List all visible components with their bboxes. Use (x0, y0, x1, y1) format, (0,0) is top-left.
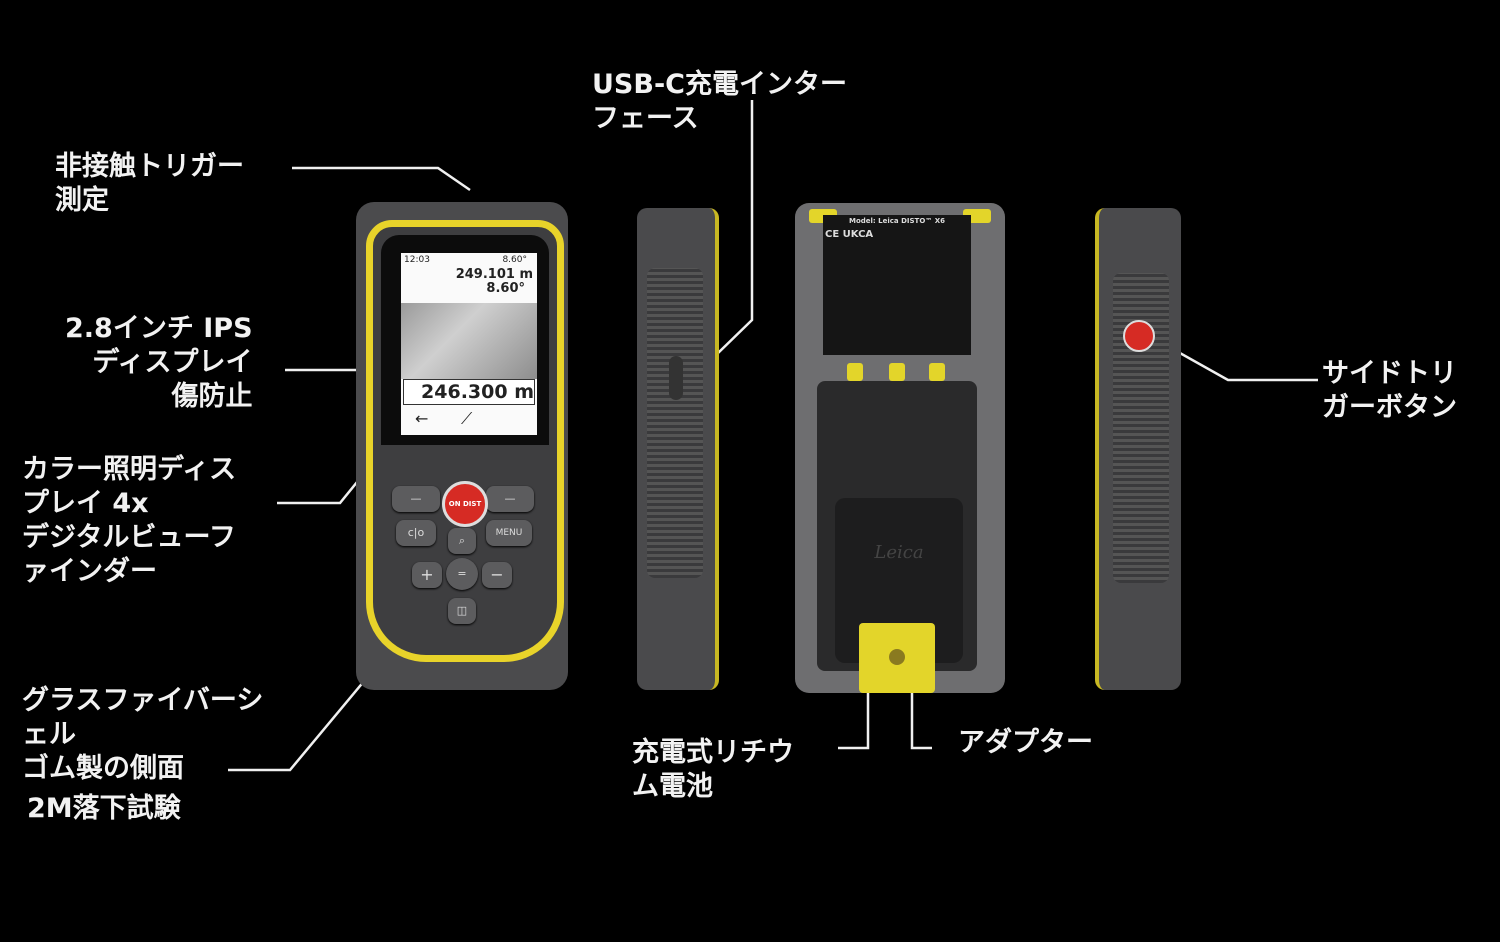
screen-angle: 8.60° (486, 281, 525, 296)
label-viewfinder: カラー照明ディス プレイ 4x デジタルビューフ ァインダー (22, 453, 236, 589)
screen-tilt-status: 8.60° (502, 255, 527, 265)
label-line: 充電式リチウ (632, 737, 794, 768)
viewfinder-image (401, 303, 537, 379)
leader-trigger (292, 166, 471, 192)
softkey-left-button[interactable]: — (392, 486, 440, 512)
side-trigger-button[interactable] (1123, 320, 1155, 352)
yellow-clip (847, 363, 863, 381)
function-button[interactable]: ◫ (448, 598, 476, 624)
device-back: Model: Leica DISTO™ X6 CE UKCA Leica (795, 203, 1005, 693)
label-line: ェル (22, 719, 76, 750)
tripod-thread (889, 649, 905, 665)
label-line: 傷防止 (171, 381, 253, 412)
minus-button[interactable]: − (482, 562, 512, 588)
on-dist-button[interactable]: ON DIST (442, 481, 488, 527)
yellow-bezel: 12:03 8.60° 249.101 m 8.60° 246.300 m ← … (366, 220, 564, 662)
usb-c-port-cover (669, 356, 683, 400)
label-adapter: アダプター (958, 726, 1093, 760)
device-side-right (1095, 208, 1181, 690)
model-text: Model: Leica DISTO™ X6 (849, 217, 945, 225)
label-line: プレイ 4x (22, 488, 149, 519)
label-line: ディスプレイ (92, 347, 253, 378)
adapter[interactable] (859, 623, 935, 693)
certification-marks: CE UKCA (825, 229, 874, 240)
label-battery: 充電式リチウ ム電池 (632, 736, 794, 804)
label-line: ム電池 (632, 771, 713, 802)
label-usbc: USB-C充電インター フェース (592, 68, 847, 136)
label-line: USB-C充電インター (592, 69, 847, 100)
screen: 12:03 8.60° 249.101 m 8.60° 246.300 m ← … (401, 253, 537, 435)
label-trigger: 非接触トリガー 測定 (55, 150, 244, 218)
label-line: 非接触トリガー (55, 151, 244, 182)
screen-distance-1: 249.101 m (455, 267, 533, 282)
label-line: サイドトリ (1322, 358, 1457, 389)
label-line: ゴム製の側面 (22, 753, 184, 784)
label-line: ガーボタン (1322, 392, 1457, 423)
rubber-grip (647, 268, 703, 578)
clear-off-button[interactable]: c|o (396, 520, 436, 546)
yellow-clip (929, 363, 945, 381)
menu-button[interactable]: MENU (486, 520, 532, 546)
label-line: 2.8インチ IPS (65, 313, 253, 344)
display: 12:03 8.60° 249.101 m 8.60° 246.300 m ← … (381, 235, 549, 445)
zoom-button[interactable]: ⌕ (448, 528, 476, 554)
function-icon: ◫ (456, 604, 468, 617)
label-line: ァインダー (22, 556, 157, 587)
label-shell: グラスファイバーシ ェル ゴム製の側面 2M落下試験 (22, 684, 263, 826)
product-label: Model: Leica DISTO™ X6 CE UKCA (823, 215, 971, 355)
label-line: アダプター (958, 727, 1093, 758)
plus-button[interactable]: + (412, 562, 442, 588)
label-line: 測定 (55, 185, 109, 216)
label-line: フェース (592, 103, 699, 134)
equals-button[interactable]: = (446, 558, 478, 590)
screen-time: 12:03 (404, 255, 430, 265)
measure-icon[interactable]: ⟋ (461, 409, 473, 428)
softkey-right-button[interactable]: — (486, 486, 534, 512)
label-line: デジタルビューフ (22, 522, 236, 553)
device-side-left (637, 208, 719, 690)
magnifier-icon: ⌕ (458, 534, 466, 547)
label-display: 2.8インチ IPS ディスプレイ 傷防止 (65, 312, 253, 414)
device-front: 12:03 8.60° 249.101 m 8.60° 246.300 m ← … (356, 202, 568, 690)
back-arrow-icon[interactable]: ← (415, 409, 429, 428)
leader-shell (228, 649, 391, 772)
screen-main-distance: 246.300 m (403, 379, 535, 405)
yellow-clip (889, 363, 905, 381)
label-line: 2M落下試験 (27, 793, 181, 824)
label-line: カラー照明ディス (22, 454, 237, 485)
leader-adapter (910, 680, 932, 750)
label-line: グラスファイバーシ (22, 685, 264, 716)
label-side-trigger: サイドトリ ガーボタン (1322, 357, 1457, 425)
